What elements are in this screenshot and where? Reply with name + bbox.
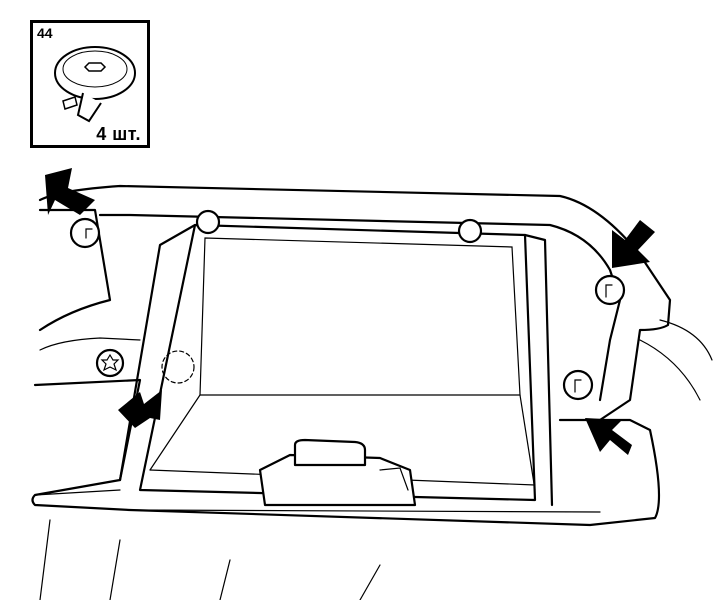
callout-number: 44 — [37, 25, 53, 41]
glovebox-latch — [258, 438, 417, 507]
bumper-right — [457, 218, 483, 244]
fastener-hole-icon — [161, 350, 195, 384]
fastener-hole-icon — [69, 217, 101, 249]
arrow-icon — [612, 220, 655, 268]
arrow-icon — [585, 418, 632, 455]
arrow-icon — [45, 168, 95, 215]
bumper-left — [195, 209, 221, 235]
torx-screw-icon — [95, 348, 125, 378]
clip-icon — [54, 46, 136, 123]
arrow-icon — [118, 390, 162, 428]
parts-callout: 44 4 шт. — [30, 20, 150, 148]
fastener-hole-icon — [562, 369, 594, 401]
fastener-hole-icon — [594, 274, 626, 306]
dashboard-outline — [38, 184, 713, 600]
glovebox-lid — [31, 378, 661, 527]
callout-quantity: 4 шт. — [96, 124, 141, 144]
